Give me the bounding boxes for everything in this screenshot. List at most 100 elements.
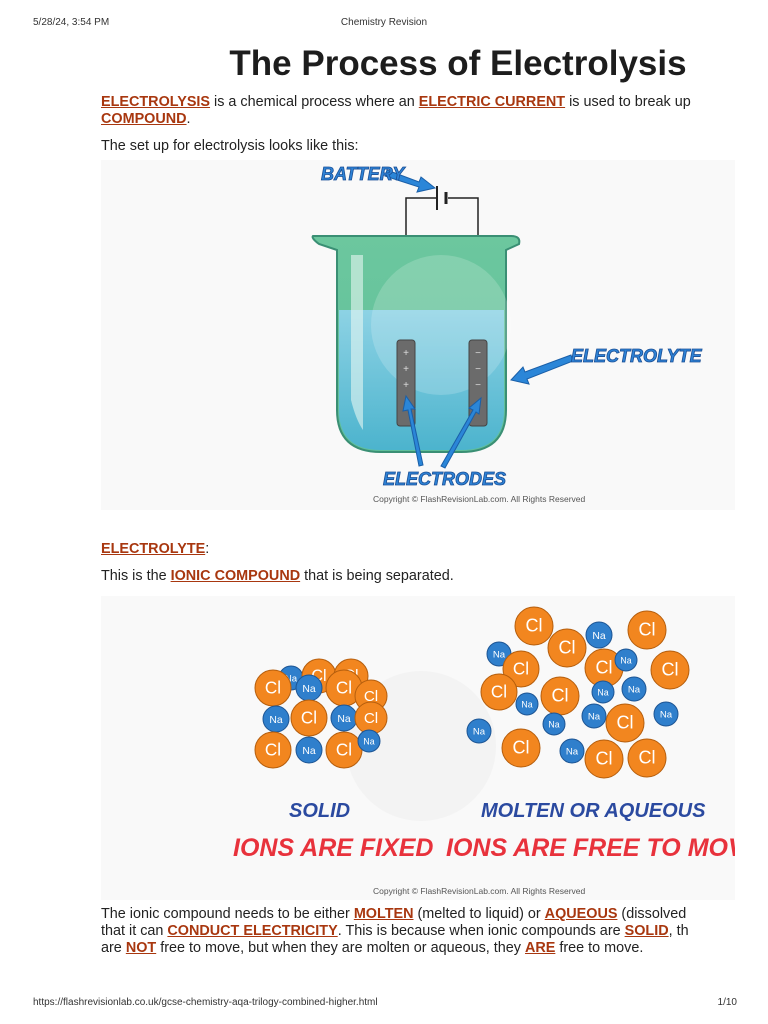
sodium-ion: Na [585,621,613,649]
chloride-ion: Cl [584,648,624,688]
svg-text:Na: Na [620,655,631,665]
keyword-compound: COMPOUND [101,111,187,127]
setup-text: The set up for electrolysis looks like t… [101,138,359,154]
svg-text:Cl: Cl [661,660,678,680]
svg-text:Cl: Cl [595,658,612,678]
keyword-electrolysis: ELECTROLYSIS [101,94,211,110]
svg-text:Na: Na [473,727,486,738]
svg-text:Na: Na [269,715,283,726]
svg-text:Cl: Cl [558,638,575,658]
svg-text:Na: Na [592,631,606,642]
keyword-are: ARE [524,940,556,956]
svg-text:Cl: Cl [595,749,612,769]
svg-text:Cl: Cl [364,688,378,705]
svg-text:Na: Na [285,674,298,685]
sodium-ion: Na [330,704,358,732]
chloride-ion: Cl [501,728,541,768]
final-line-1: The ionic compound needs to be either MO… [101,906,687,922]
svg-text:+: + [403,348,409,359]
svg-text:Na: Na [302,684,316,695]
figure-2-copyright: Copyright © FlashRevisionLab.com. All Ri… [373,886,586,896]
intro-line-1: ELECTROLYSIS is a chemical process where… [101,94,691,110]
chloride-ion: Cl [547,628,587,668]
svg-text:+: + [403,364,409,375]
beaker [311,235,521,453]
chloride-ion: Cl [325,731,363,769]
footer-url: https://flashrevisionlab.co.uk/gcse-chem… [33,997,378,1008]
battery-icon [436,186,448,210]
svg-text:Na: Na [628,685,641,696]
chloride-ion: Cl [627,610,667,650]
svg-text:Cl: Cl [525,616,542,636]
svg-text:Na: Na [521,699,532,709]
watermark-logo [371,255,511,395]
sodium-ion: Na [614,648,638,672]
sodium-ion: Na [581,703,607,729]
chloride-ion: Cl [502,650,540,688]
molten-aqueous-label: MOLTEN OR AQUEOUS [481,800,706,822]
battery-arrow [384,169,437,193]
electrode-arrow-left [402,394,424,467]
svg-text:Cl: Cl [364,710,378,727]
svg-text:Cl: Cl [513,659,529,678]
electrode-arrow-right [440,396,482,469]
chloride-ion: Cl [584,739,624,779]
callout-arrows [384,169,574,469]
chloride-ion: Cl [627,738,667,778]
chloride-ion: Cl [290,699,328,737]
svg-text:Na: Na [363,736,374,746]
svg-text:Na: Na [660,710,673,721]
chloride-ion: Cl [480,673,518,711]
svg-text:Na: Na [566,747,579,758]
svg-text:Na: Na [302,746,316,757]
page-title: The Process of Electrolysis [229,44,687,83]
svg-text:Cl: Cl [512,738,529,758]
svg-text:Cl: Cl [265,678,281,697]
svg-text:Cl: Cl [336,740,352,759]
electrolyte-liquid [339,310,504,450]
svg-text:Cl: Cl [336,678,352,697]
battery-label: BATTERY [321,164,406,184]
keyword-ionic-compound: IONIC COMPOUND [170,568,301,584]
electrodes-label: ELECTRODES [383,469,506,489]
electrolyte-definition: This is the IONIC COMPOUND that is being… [101,568,454,584]
intro-line-2: COMPOUND. [101,111,191,127]
svg-text:Na: Na [597,687,608,697]
chloride-ion: Cl [540,676,580,716]
sodium-ion: Na [466,718,492,744]
svg-text:Cl: Cl [551,686,568,706]
sodium-ion: Na [653,701,679,727]
keyword-electrolyte: ELECTROLYTE [101,541,206,557]
keyword-conduct-electricity: CONDUCT ELECTRICITY [167,923,338,939]
svg-text:Na: Na [337,714,351,725]
keyword-aqueous: AQUEOUS [544,906,618,922]
svg-text:Cl: Cl [301,708,317,727]
chloride-ion: Cl [254,669,292,707]
svg-text:Cl: Cl [638,620,655,640]
svg-text:Cl: Cl [616,713,633,733]
chloride-ion: Cl [650,650,690,690]
header-doc-title: Chemistry Revision [340,17,428,28]
svg-text:+: + [403,380,409,391]
final-line-3: are NOT free to move, but when they are … [101,940,644,956]
final-line-2: that it can CONDUCT ELECTRICITY. This is… [101,923,689,939]
svg-text:Cl: Cl [638,748,655,768]
chloride-ion: Cl [354,701,388,735]
chloride-ion: Cl [605,703,645,743]
ions-solid-vs-molten-diagram: NaNaClClClNaClClNaClNaClClNaClNa ClNaClN… [101,596,735,900]
figure-1-copyright: Copyright © FlashRevisionLab.com. All Ri… [373,494,586,504]
solid-caption: IONS ARE FIXED [233,834,434,862]
sodium-ion: Na [621,676,647,702]
solid-lattice: NaNaClClClNaClClNaClNaClClNaClNa [254,658,388,769]
chloride-ion: Cl [514,606,554,646]
svg-text:−: − [475,380,481,391]
sodium-ion: Na [542,712,566,736]
keyword-not: NOT [125,940,157,956]
molten-caption: IONS ARE FREE TO MOVE [446,834,735,862]
chloride-ion: Cl [254,731,292,769]
svg-text:Cl: Cl [491,682,507,701]
sodium-ion: Na [591,680,615,704]
sodium-ion: Na [515,692,539,716]
electrolyte-heading: ELECTROLYTE: [101,541,210,557]
